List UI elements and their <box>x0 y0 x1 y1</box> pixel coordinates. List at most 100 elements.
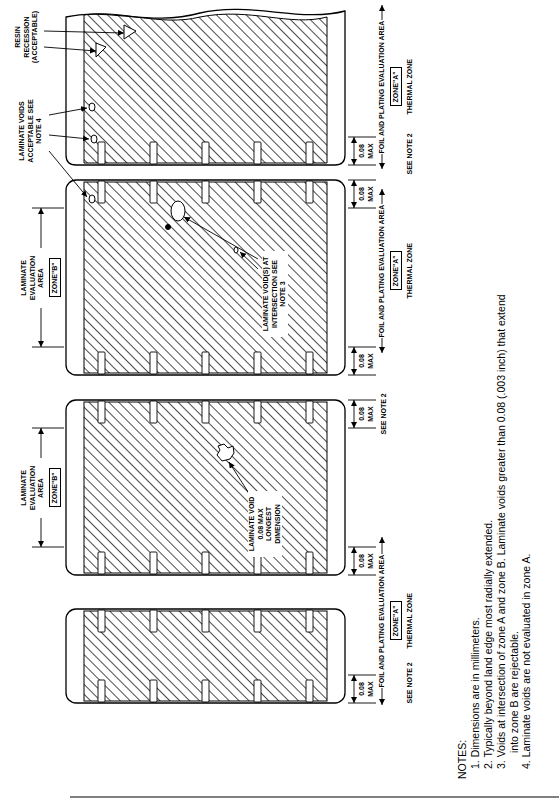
note-text: 1. Dimensions are in millimeters. <box>469 289 482 769</box>
leader-lines <box>44 31 124 33</box>
laminate-void <box>234 247 238 253</box>
laminate-void <box>89 195 95 203</box>
inner-layer-foil <box>150 181 157 203</box>
area-heading: LAMINATE EVALUATION AREA <box>20 458 46 518</box>
inner-layer-foil <box>150 610 157 632</box>
inner-layer-foil <box>306 142 313 164</box>
leader-lines <box>229 462 250 495</box>
laminate-void <box>171 201 185 221</box>
zone-box: ZONE"A" <box>390 67 402 106</box>
leader-lines <box>240 252 258 269</box>
zone-caption: THERMAL ZONE <box>406 592 415 649</box>
inner-layer-foil <box>306 680 313 702</box>
laminate-section <box>66 609 345 703</box>
zone-caption: THERMAL ZONE <box>406 58 415 115</box>
callout-label: LAMINATE VOIDS ACCEPTABLE SEE NOTE 4 <box>18 98 44 164</box>
zone-label: ZONE"B" <box>51 472 58 503</box>
callout-label: SEE NOTE 2 <box>406 661 415 704</box>
inner-layer-foil <box>306 552 313 574</box>
note-text: 3. Voids at intersection of zone A and z… <box>495 289 520 769</box>
area-label: FOIL AND PLATING EVALUATION AREA <box>378 554 387 689</box>
callout-label: RESIN RECESSION (ACCEPTABLE) <box>14 5 40 69</box>
zone-label: ZONE"A" <box>392 71 399 102</box>
callout-label: LAMINATE VOID 0.08 MAX LONGEST DIMENSION <box>248 491 282 557</box>
inner-layer-foil <box>98 142 313 702</box>
inner-layer-foil <box>254 352 261 374</box>
inner-layer-foil <box>98 680 105 702</box>
dimension-lines <box>32 547 64 548</box>
dimension-lines <box>32 5 382 705</box>
dimension-lines <box>354 675 355 703</box>
area-heading: LAMINATE EVALUATION AREA <box>20 248 46 308</box>
inner-layer-foil <box>98 401 105 423</box>
inner-layer-foil <box>202 610 209 632</box>
leader-lines <box>49 151 87 197</box>
laminate-section <box>84 14 327 163</box>
leader-lines <box>184 217 258 259</box>
inner-layer-foil <box>202 680 209 702</box>
inner-layer-foil <box>202 181 209 203</box>
dimension-lines <box>348 375 376 376</box>
dimension-label: 0.08 MAX <box>358 548 375 574</box>
laminate-section <box>84 611 327 701</box>
inner-layer-foil <box>98 610 105 632</box>
inner-layer-foil <box>202 352 209 374</box>
inner-layer-foil <box>202 401 209 423</box>
inner-layer-foil <box>306 352 313 374</box>
inner-layer-foil <box>306 610 313 632</box>
dimension-lines <box>348 208 376 209</box>
note-text: 2. Typically beyond land edge most radia… <box>482 289 495 769</box>
laminate-void <box>124 25 136 39</box>
zone-box: ZONE"A" <box>390 251 402 290</box>
dimension-lines <box>32 208 64 209</box>
laminate-section <box>66 400 345 575</box>
leader-lines <box>49 135 89 139</box>
inner-layer-foil <box>98 181 105 203</box>
zone-box: ZONE"B" <box>49 468 61 507</box>
laminate-section <box>84 182 327 373</box>
dimension-label: 0.08 MAX <box>358 676 375 702</box>
inner-layer-foil <box>98 142 105 164</box>
laminate-void <box>217 444 234 461</box>
note-text: 4. Laminate voids are not evaluated in z… <box>520 289 533 769</box>
laminate-section <box>66 180 345 375</box>
dimension-lines <box>348 575 376 576</box>
laminate-void <box>96 43 106 57</box>
dimension-lines <box>348 703 376 704</box>
zone-box: ZONE"B" <box>49 258 61 297</box>
dimension-lines <box>354 347 355 375</box>
inner-layer-foil <box>98 352 105 374</box>
laminate-void <box>89 25 238 461</box>
inner-layer-foil <box>254 181 261 203</box>
inner-layer-foil <box>98 552 105 574</box>
laminate-section <box>66 9 345 703</box>
zone-box: ZONE"A" <box>390 601 402 640</box>
inner-layer-foil <box>254 142 261 164</box>
page-rule <box>70 797 559 798</box>
leader-lines <box>44 47 96 51</box>
dimension-label: 0.08 MAX <box>358 348 375 374</box>
area-label: FOIL AND PLATING EVALUATION AREA <box>378 20 387 155</box>
dimension-lines <box>348 428 376 429</box>
callout-label: SEE NOTE 2 <box>380 392 389 435</box>
dimension-lines <box>348 165 376 166</box>
dimension-lines <box>32 428 64 429</box>
zone-caption: THERMAL ZONE <box>406 242 415 299</box>
dimension-lines <box>354 180 355 208</box>
inner-layer-foil <box>254 401 261 423</box>
inner-layer-foil <box>306 401 313 423</box>
dimension-lines <box>354 137 355 165</box>
inner-layer-foil <box>150 680 157 702</box>
dimension-label: 0.08 MAX <box>358 401 375 427</box>
callout-label: SEE NOTE 2 <box>406 132 415 175</box>
laminate-void <box>166 225 171 230</box>
leader-lines <box>49 108 87 115</box>
area-label: FOIL AND PLATING EVALUATION AREA <box>378 204 387 339</box>
inner-layer-foil <box>150 142 157 164</box>
callout-label: LAMINATE VOID(S) AT INTERSECTION SEE NOT… <box>262 251 288 337</box>
inner-layer-foil <box>306 181 313 203</box>
zone-label: ZONE"A" <box>392 255 399 286</box>
dimension-lines <box>354 547 355 575</box>
